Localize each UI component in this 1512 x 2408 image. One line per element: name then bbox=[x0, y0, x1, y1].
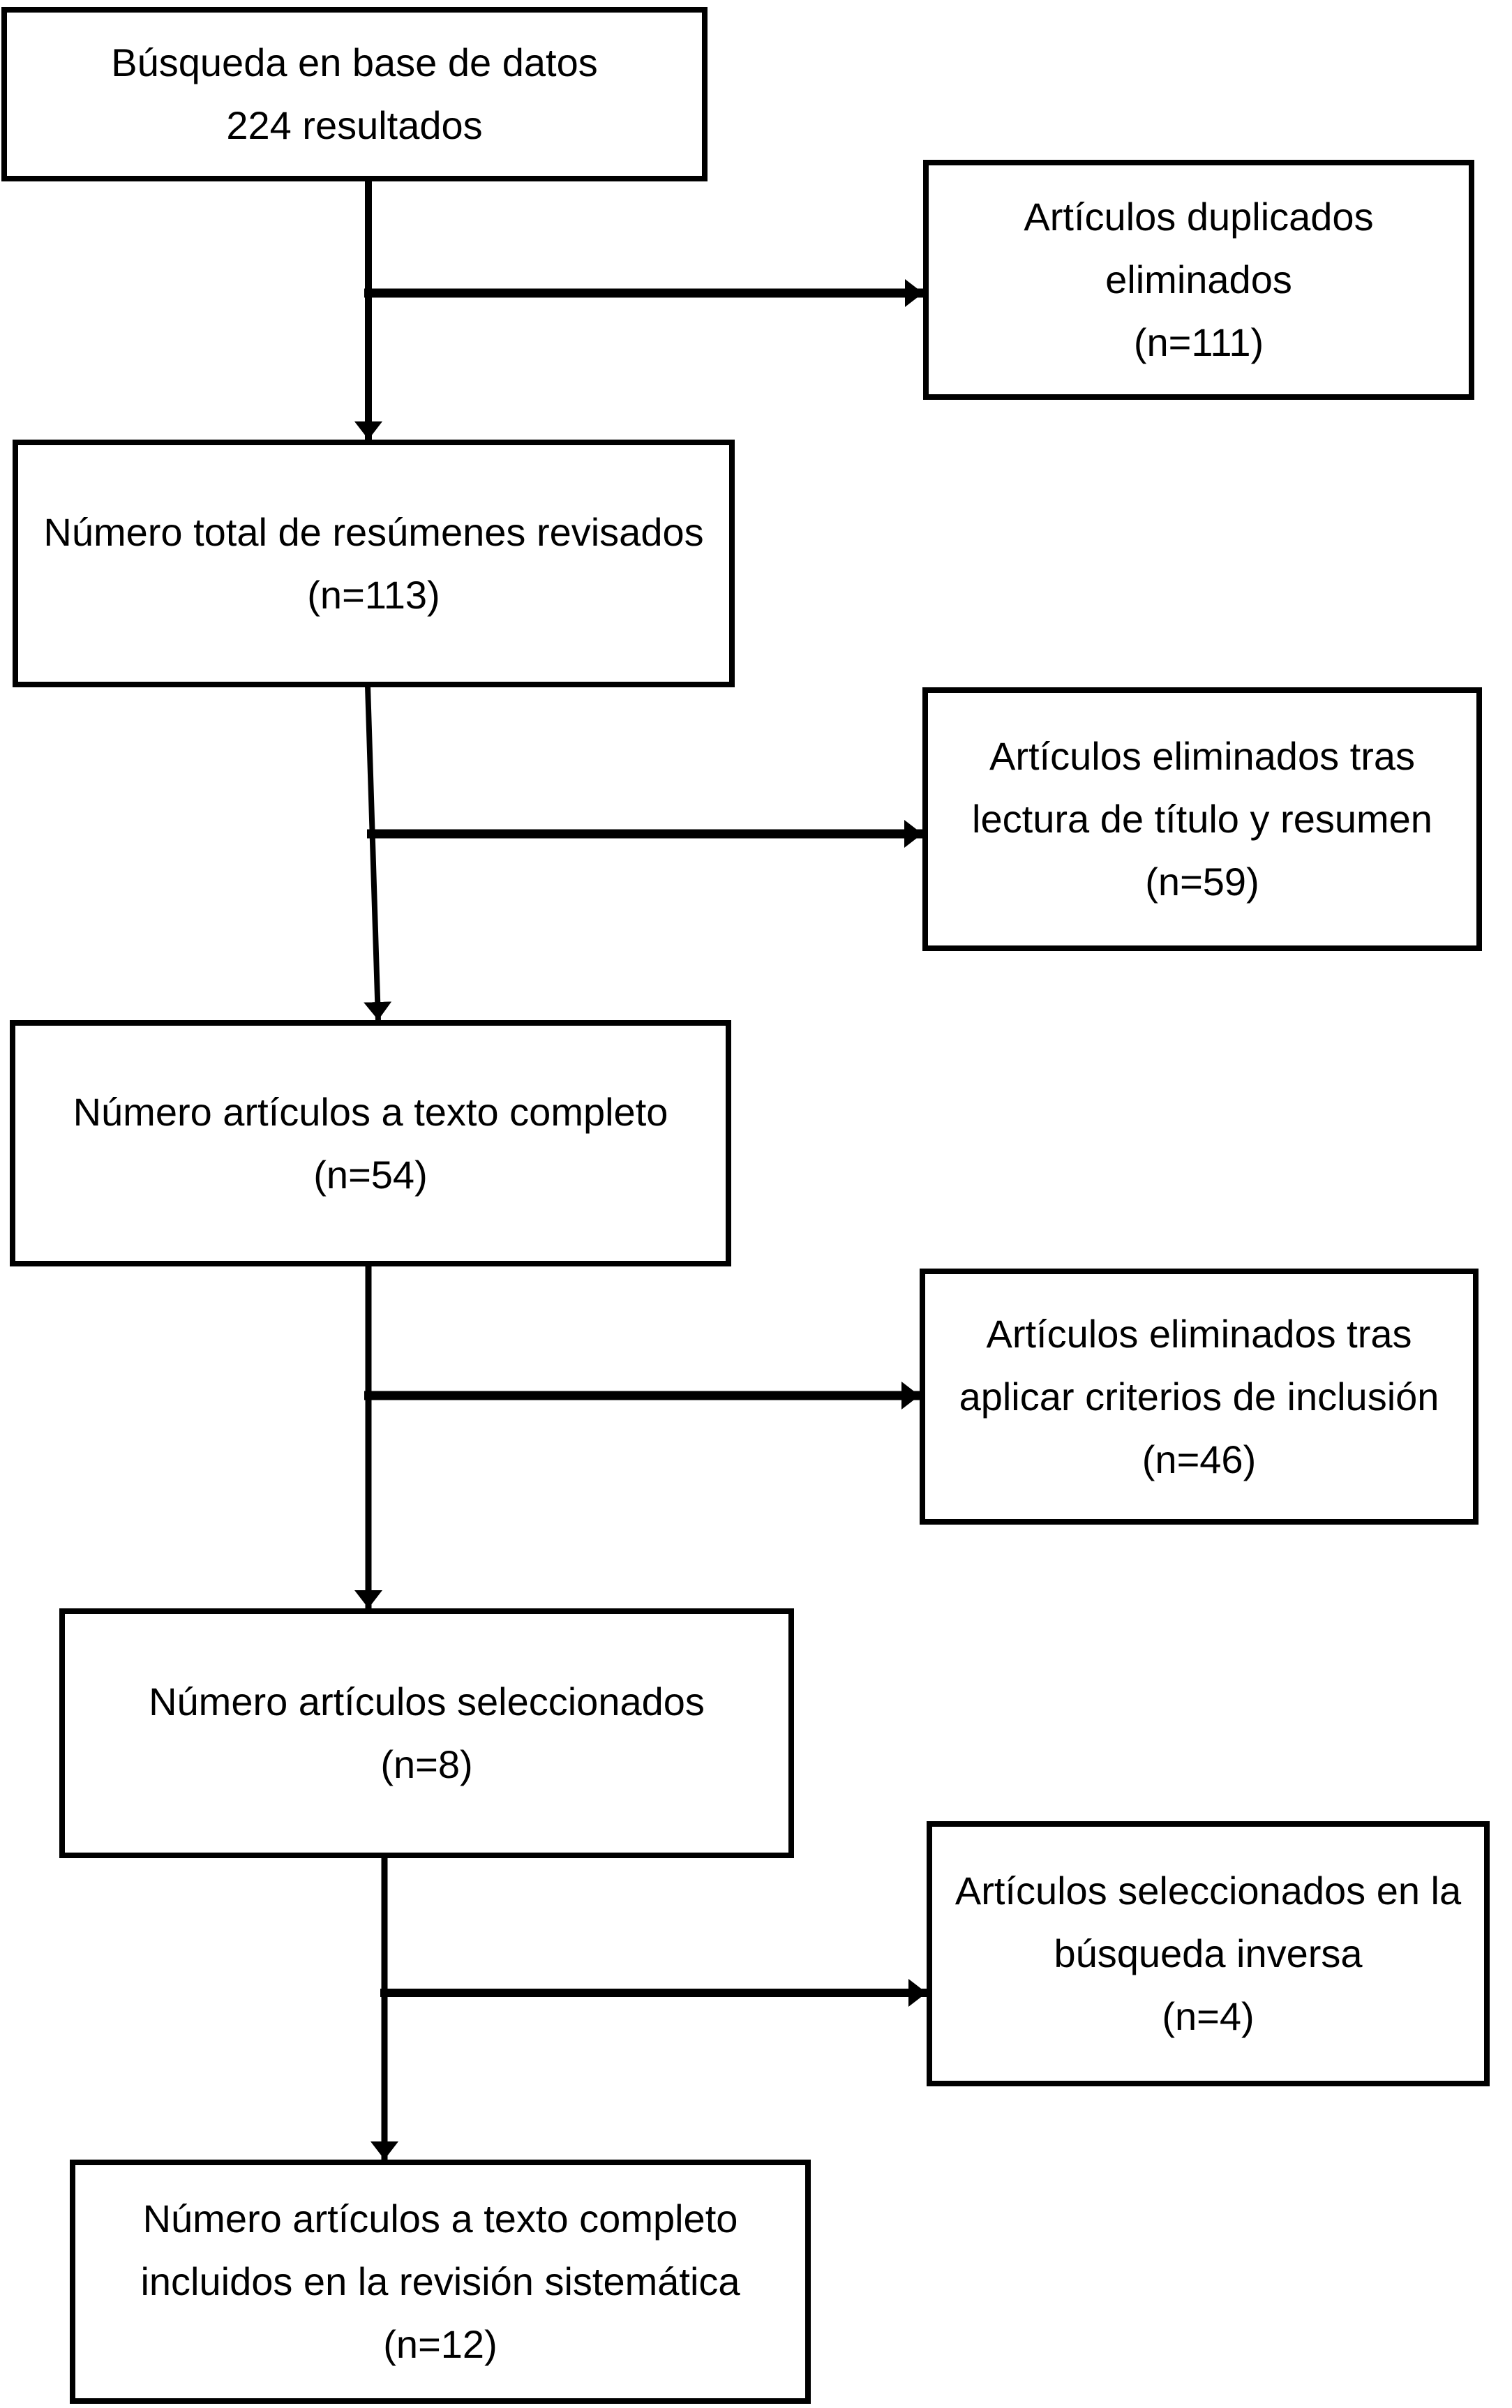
box-reverse-search-articles: Artículos seleccionados en la búsqueda i… bbox=[927, 1821, 1490, 2086]
box-text-line: búsqueda inversa bbox=[1054, 1931, 1363, 1975]
box-text-line: Búsqueda en base de datos bbox=[111, 40, 598, 84]
box-abstracts-reviewed: Número total de resúmenes revisados (n=1… bbox=[13, 440, 735, 687]
box-text-line: lectura de título y resumen bbox=[972, 797, 1432, 841]
box-text-line: (n=54) bbox=[313, 1152, 428, 1197]
box-text-line: Artículos duplicados bbox=[1024, 195, 1374, 239]
box-text-line: (n=111) bbox=[1133, 320, 1264, 364]
box-fulltext-articles: Número artículos a texto completo (n=54) bbox=[10, 1020, 731, 1266]
box-text-line: 224 resultados bbox=[226, 103, 483, 147]
box-duplicates-removed: Artículos duplicados eliminados (n=111) bbox=[923, 160, 1474, 400]
box-text-line: Artículos eliminados tras bbox=[986, 1311, 1412, 1356]
box-text-line: (n=8) bbox=[380, 1742, 473, 1786]
box-text-line: Artículos eliminados tras bbox=[989, 734, 1415, 778]
box-text-line: (n=59) bbox=[1145, 860, 1259, 904]
box-text-line: Número artículos a texto completo bbox=[73, 1089, 668, 1134]
box-removed-after-inclusion-criteria: Artículos eliminados tras aplicar criter… bbox=[920, 1269, 1479, 1525]
box-text-line: (n=12) bbox=[383, 2322, 497, 2366]
box-text-line: incluidos en la revisión sistemática bbox=[140, 2259, 740, 2303]
box-selected-articles: Número artículos seleccionados (n=8) bbox=[59, 1608, 794, 1858]
box-text-line: (n=113) bbox=[307, 572, 440, 617]
box-text-line: (n=4) bbox=[1162, 1994, 1255, 2038]
arrow-abstracts-to-fulltext-icon bbox=[364, 685, 392, 1021]
box-text-line: eliminados bbox=[1105, 257, 1292, 301]
box-removed-after-title-abstract: Artículos eliminados tras lectura de tít… bbox=[922, 687, 1482, 951]
box-text-line: Número artículos seleccionados bbox=[149, 1680, 705, 1723]
box-database-search: Búsqueda en base de datos 224 resultados bbox=[1, 7, 708, 181]
box-text-line: Número artículos a texto completo bbox=[142, 2197, 738, 2241]
box-text-line: (n=46) bbox=[1142, 1437, 1257, 1481]
box-text-line: Artículos seleccionados en la bbox=[955, 1869, 1462, 1913]
box-text-line: Número total de resúmenes revisados bbox=[43, 509, 704, 554]
box-included-articles: Número artículos a texto completo inclui… bbox=[70, 2160, 811, 2404]
box-text-line: aplicar criterios de inclusión bbox=[959, 1374, 1439, 1419]
